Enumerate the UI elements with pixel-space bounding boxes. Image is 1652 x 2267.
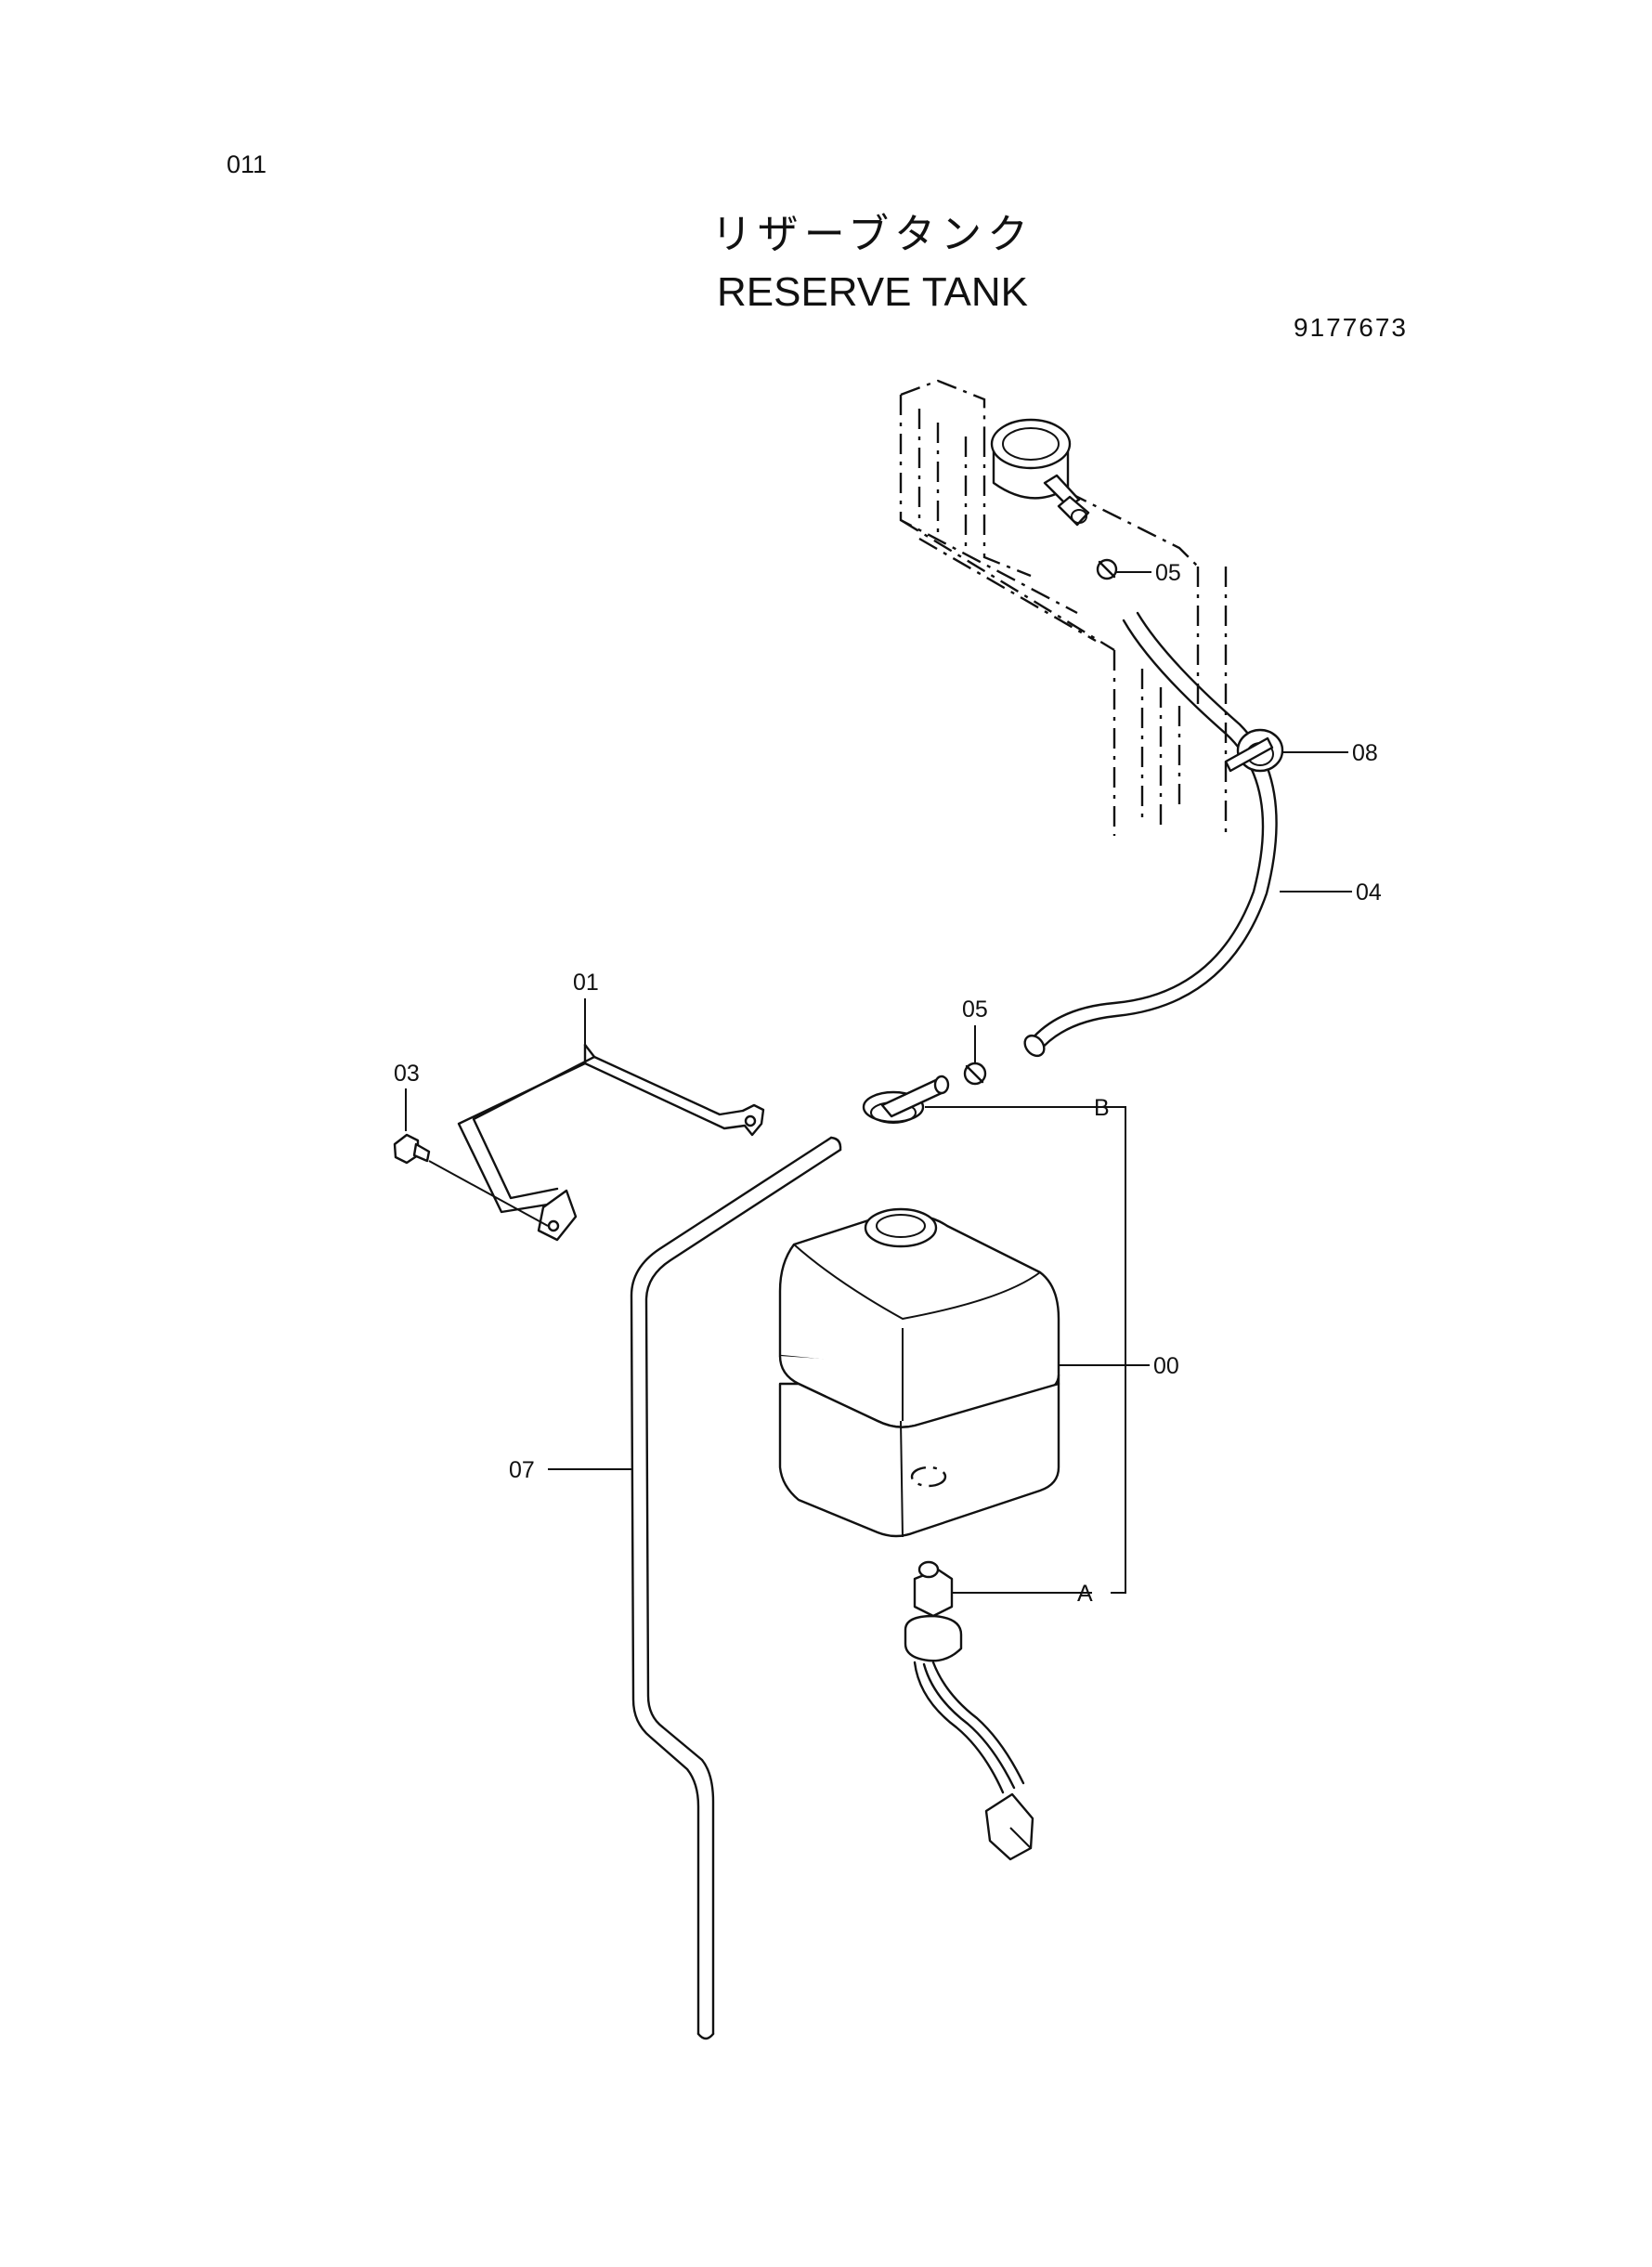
callout-08: 08 xyxy=(1352,740,1378,766)
bracket-01 xyxy=(457,998,765,1242)
bolt-03 xyxy=(393,1088,549,1227)
drawing-number: 9177673 xyxy=(1294,313,1409,342)
hose-04 xyxy=(1023,611,1352,1058)
callout-B: B xyxy=(1094,1095,1110,1121)
callout-05-mid: 05 xyxy=(962,997,988,1023)
hose-07 xyxy=(548,1136,842,2040)
callout-07: 07 xyxy=(509,1457,535,1483)
clamp-05-top xyxy=(1096,558,1151,580)
title-english: RESERVE TANK xyxy=(716,269,1028,315)
title-japanese: リザーブタンク xyxy=(710,211,1034,258)
level-sensor xyxy=(904,1560,1092,1861)
reserve-tank-00 xyxy=(778,1207,1150,1538)
clamp-05-mid xyxy=(963,1025,987,1086)
tank-cap xyxy=(862,1075,1111,1124)
clip-08 xyxy=(1224,728,1348,773)
callout-03: 03 xyxy=(394,1061,420,1087)
callout-00: 00 xyxy=(1153,1353,1179,1379)
ab-connector xyxy=(1111,1106,1126,1594)
radiator-cap xyxy=(990,418,1090,527)
radiator-outline xyxy=(899,379,1228,836)
callout-01: 01 xyxy=(573,970,599,996)
callout-A: A xyxy=(1077,1581,1093,1607)
page-number: 011 xyxy=(227,150,267,178)
callout-04: 04 xyxy=(1356,879,1382,905)
callout-05-top: 05 xyxy=(1155,560,1181,586)
